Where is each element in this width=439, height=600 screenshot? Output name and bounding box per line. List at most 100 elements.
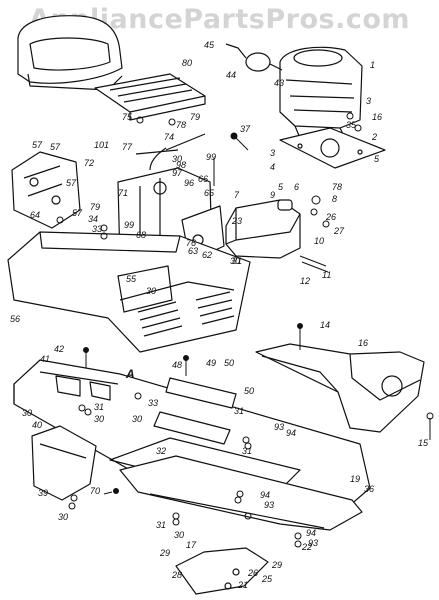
callout-label: 80 <box>182 58 192 68</box>
callout-label: 3 <box>366 96 371 106</box>
callout-label: 25 <box>261 574 273 584</box>
callout-label: 3 <box>270 148 275 158</box>
callout-label: 31 <box>242 446 252 456</box>
callout-label: 57 <box>32 140 43 150</box>
callout-label: 30 <box>94 414 104 424</box>
callout-label: 4 <box>270 162 275 172</box>
callout-label: 23 <box>231 216 242 226</box>
callout-label: 6 <box>294 182 299 192</box>
engine-plate <box>279 127 386 169</box>
callout-label: 22 <box>301 542 312 552</box>
callout-label: 30 <box>132 414 142 424</box>
callout-label: 97 <box>172 168 183 178</box>
callout-label: 94 <box>286 428 296 438</box>
callout-label: 10 <box>314 236 324 246</box>
callout-label: 30 <box>230 256 240 266</box>
callout-label: 96 <box>184 178 194 188</box>
callout-label: 70 <box>90 486 100 496</box>
callout-label: 74 <box>164 132 174 142</box>
callout-label: 29 <box>159 548 170 558</box>
callout-label: 75 <box>122 112 133 122</box>
callout-label: 94 <box>260 490 270 500</box>
callout-label: 19 <box>350 474 360 484</box>
callout-label: 7 <box>234 190 240 200</box>
callout-label: 37 <box>240 124 251 134</box>
callout-label: 68 <box>136 230 146 240</box>
callout-label: 30 <box>172 154 182 164</box>
callout-label: 44 <box>226 70 236 80</box>
callout-label: 5 <box>374 154 380 164</box>
callout-label: 72 <box>84 158 94 168</box>
callout-label: 27 <box>333 226 345 236</box>
callout-label: 63 <box>188 246 198 256</box>
callout-label: 30 <box>58 512 68 522</box>
callout-label: 31 <box>234 406 244 416</box>
callout-label: 76 <box>186 238 196 248</box>
callout-label: 65 <box>204 188 215 198</box>
callout-label: 32 <box>156 446 166 456</box>
callout-label: 57 <box>50 142 61 152</box>
callout-label: 71 <box>118 188 128 198</box>
callout-label: 93 <box>308 538 318 548</box>
callout-label: 17 <box>186 540 197 550</box>
callout-label: 29 <box>271 560 282 570</box>
callout-label: 39 <box>38 488 48 498</box>
callout-label: 40 <box>32 420 42 430</box>
side-rail <box>31 425 97 501</box>
callout-label: 31 <box>94 402 104 412</box>
callout-label: 57 <box>72 208 83 218</box>
callout-label: 9 <box>270 190 275 200</box>
callout-label: 30 <box>22 408 32 418</box>
callout-label: 78 <box>332 182 342 192</box>
callout-label: A <box>125 367 135 381</box>
callout-label: 12 <box>300 276 310 286</box>
callout-label: 26 <box>247 568 258 578</box>
front-skid <box>119 455 363 531</box>
callout-label: 16 <box>372 112 382 122</box>
callout-label: 41 <box>40 354 50 364</box>
callout-label: 8 <box>332 194 337 204</box>
callout-label: 30 <box>174 530 184 540</box>
callout-label: 43 <box>274 78 284 88</box>
callout-label: 62 <box>202 250 212 260</box>
hitch-bracket <box>175 547 269 595</box>
seat <box>17 15 123 91</box>
hardware <box>56 112 434 548</box>
callout-label: 101 <box>94 140 109 150</box>
callout-label: 56 <box>10 314 20 324</box>
callout-label: 30 <box>146 286 156 296</box>
callout-label: 98 <box>176 160 186 170</box>
fuel-pump <box>225 43 283 72</box>
callout-label: 50 <box>244 386 254 396</box>
callout-label: 66 <box>198 174 208 184</box>
callout-label: 31 <box>156 520 166 530</box>
callout-label: 26 <box>325 212 336 222</box>
callout-label: 50 <box>224 358 234 368</box>
callout-label: 57 <box>66 178 77 188</box>
callout-label: 33 <box>148 398 158 408</box>
rear-fender <box>255 343 425 433</box>
callout-label: 93 <box>274 422 284 432</box>
callout-label: 36 <box>364 484 374 494</box>
callout-label: 28 <box>171 570 182 580</box>
callout-label: 79 <box>190 112 200 122</box>
callout-label: 42 <box>54 344 64 354</box>
fuel-tank <box>225 199 301 259</box>
callout-label: 31 <box>232 256 242 266</box>
callout-label: 16 <box>358 338 368 348</box>
callout-label: 15 <box>418 438 429 448</box>
callout-label: 55 <box>126 274 137 284</box>
callout-label: 94 <box>306 528 316 538</box>
callout-label: 33 <box>92 224 102 234</box>
callout-label: 49 <box>206 358 216 368</box>
callout-label: 34 <box>88 214 98 224</box>
seat-bracket <box>94 73 206 121</box>
callout-label: 78 <box>176 120 186 130</box>
callout-label: 99 <box>124 220 134 230</box>
callout-label: 5 <box>278 182 284 192</box>
callout-label: 2 <box>371 132 377 142</box>
throttle-bracket <box>11 151 81 229</box>
